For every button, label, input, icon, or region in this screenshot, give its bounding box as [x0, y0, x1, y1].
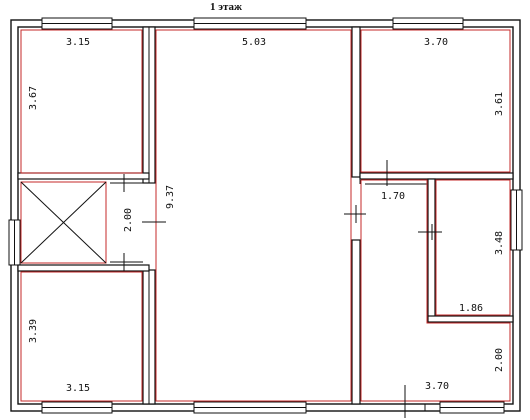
windows: [8, 17, 523, 414]
dim-bottom-left-height: 3.39: [28, 319, 39, 343]
room-outlines: [20, 29, 511, 402]
interior-walls: [17, 26, 514, 411]
dim-hall-width: 5.03: [242, 37, 266, 48]
plan-title: 1 этаж: [210, 1, 242, 13]
room-bottom-left: [20, 271, 143, 402]
dim-top-left-width: 3.15: [66, 37, 90, 48]
room-hall: [155, 29, 352, 402]
dim-top-left-height: 3.67: [28, 86, 39, 110]
door-marks: [110, 160, 442, 418]
dim-top-right-width: 3.70: [424, 37, 448, 48]
dimension-labels: 3.15 3.67 5.03 9.37 3.70 3.61 2.00 1.70 …: [28, 37, 505, 394]
room-bottom-right: [360, 179, 511, 402]
dim-top-right-height: 3.61: [494, 92, 505, 116]
room-top-right: [360, 29, 511, 173]
dim-bath-width: 1.86: [459, 303, 483, 314]
dim-bottom-left-width: 3.15: [66, 383, 90, 394]
dim-corridor-width: 1.70: [381, 191, 405, 202]
dim-bath-height: 3.48: [494, 231, 505, 255]
dim-bottom-right-width: 3.70: [425, 381, 449, 392]
outer-walls: [10, 19, 521, 412]
room-top-left: [20, 29, 143, 174]
dim-bottom-right-height: 2.00: [494, 348, 505, 372]
stair-symbol: [20, 181, 107, 264]
room-stair: [20, 181, 107, 264]
dim-stair-height: 2.00: [123, 208, 134, 232]
dim-hall-length: 9.37: [165, 185, 176, 209]
room-bath: [435, 179, 511, 316]
